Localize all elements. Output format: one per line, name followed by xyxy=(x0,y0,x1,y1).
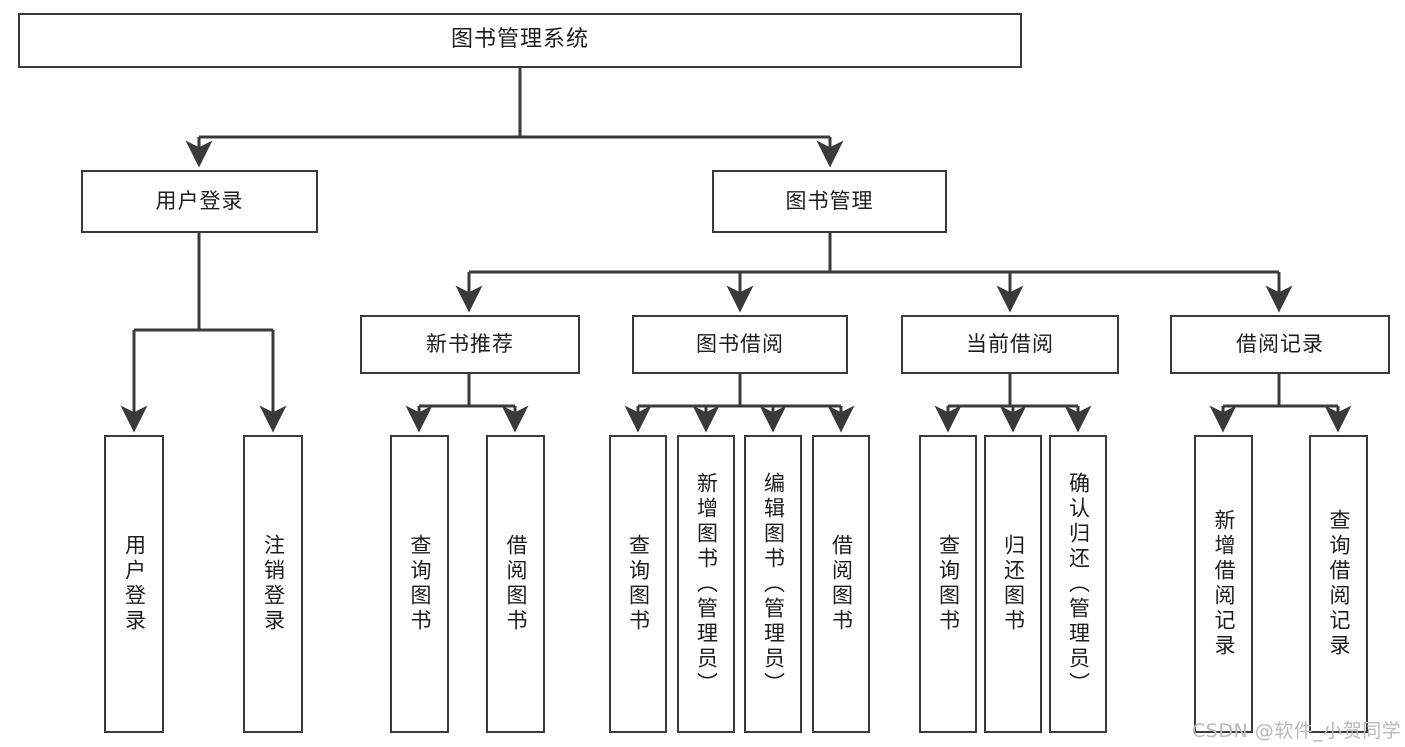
node-leaf-query-book-2[interactable]: 查询图书 xyxy=(609,435,667,733)
node-leaf-confirm-return[interactable]: 确认归还（管理员） xyxy=(1049,435,1107,733)
node-book-borrow[interactable]: 图书借阅 xyxy=(632,315,848,374)
node-leaf-query-borrow-record[interactable]: 查询借阅记录 xyxy=(1309,435,1368,733)
node-leaf-add-book[interactable]: 新增图书（管理员） xyxy=(677,435,735,733)
node-new-book-recommend[interactable]: 新书推荐 xyxy=(360,315,580,374)
node-leaf-query-book-1[interactable]: 查询图书 xyxy=(390,435,449,733)
node-leaf-edit-book[interactable]: 编辑图书（管理员） xyxy=(744,435,802,733)
node-book-management[interactable]: 图书管理 xyxy=(712,170,947,233)
node-leaf-user-login[interactable]: 用户登录 xyxy=(104,435,164,733)
node-leaf-query-book-3[interactable]: 查询图书 xyxy=(919,435,977,733)
node-borrow-record[interactable]: 借阅记录 xyxy=(1170,315,1390,374)
node-leaf-logout-login[interactable]: 注销登录 xyxy=(243,435,303,733)
node-root[interactable]: 图书管理系统 xyxy=(18,13,1022,68)
node-leaf-borrow-book-1[interactable]: 借阅图书 xyxy=(486,435,545,733)
node-current-borrow[interactable]: 当前借阅 xyxy=(901,315,1119,374)
node-leaf-return-book[interactable]: 归还图书 xyxy=(984,435,1042,733)
node-user-login[interactable]: 用户登录 xyxy=(81,170,318,233)
node-leaf-borrow-book-2[interactable]: 借阅图书 xyxy=(812,435,870,733)
node-leaf-add-borrow-record[interactable]: 新增借阅记录 xyxy=(1194,435,1253,733)
